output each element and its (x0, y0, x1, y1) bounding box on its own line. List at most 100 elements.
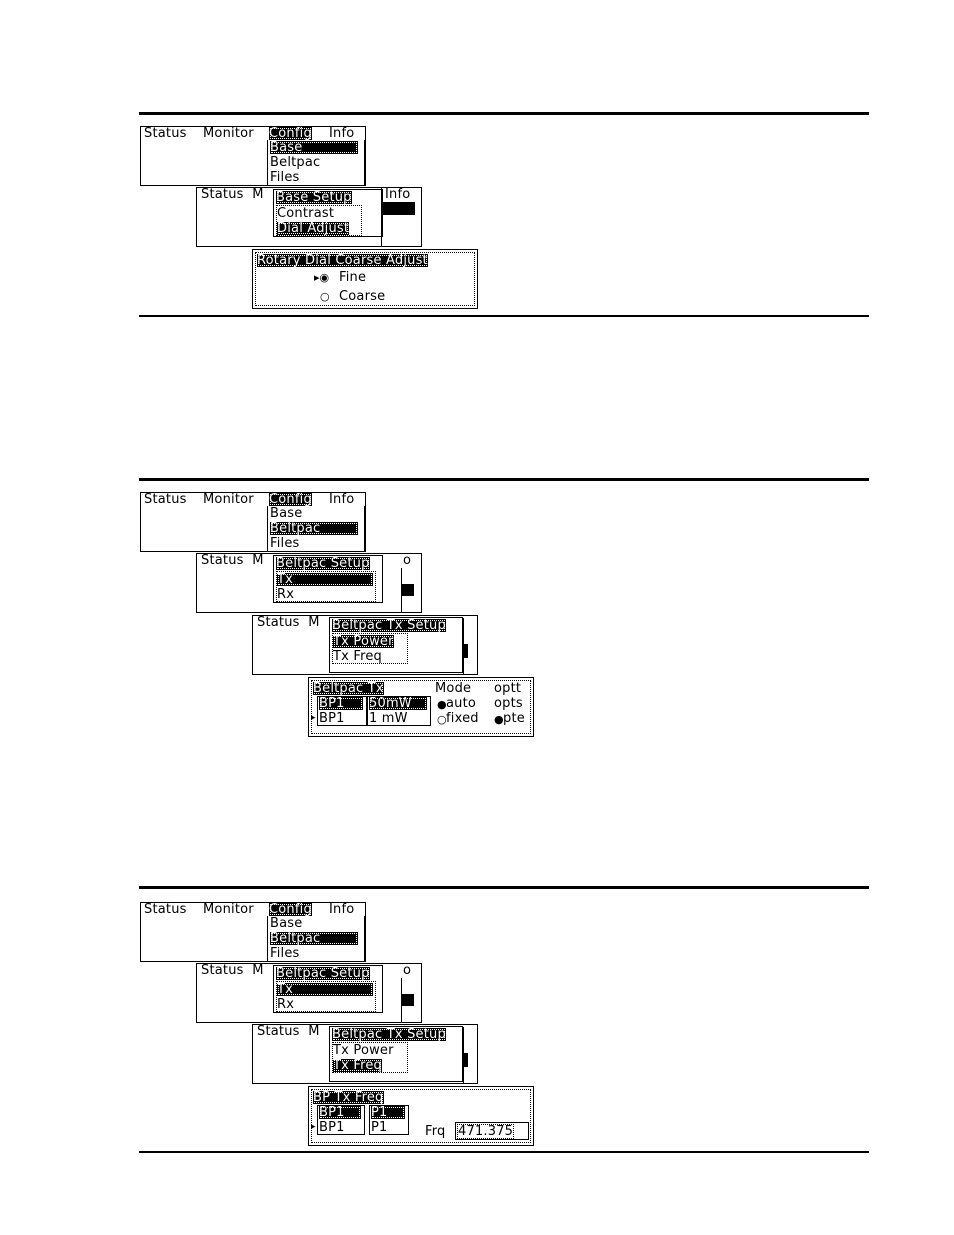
menu-monitor[interactable]: Monitor (203, 902, 254, 917)
tx-setup-item-freq[interactable]: Tx Freq (333, 649, 383, 664)
beltpac-setup-menu: Beltpac Setup Tx Rx (273, 965, 383, 1013)
fig3-window2-scroll-thumb[interactable] (402, 994, 414, 1006)
menu-status-partial[interactable]: Status M (201, 187, 264, 202)
fig2-window2-scroll-thumb[interactable] (402, 584, 414, 596)
beltpac-setup-item-tx[interactable]: Tx (277, 983, 373, 996)
beltpac-setup-item-rx[interactable]: Rx (277, 587, 295, 602)
fig3-freq-dialog: BP Tx Freq BP1 BP1 ▸ P1 P1 Frq 471.375 (308, 1086, 534, 1146)
beltpac-setup-menu: Beltpac Setup Tx Rx (273, 555, 383, 603)
tx-setup-menu: Beltpac Tx Setup Tx Power Tx Freq (329, 1026, 463, 1082)
tx-setup-list (332, 633, 408, 664)
figure3-top-rule (139, 886, 869, 889)
tx-setup-list (332, 1042, 408, 1073)
menu-status-partial[interactable]: Status M (257, 615, 320, 630)
config-item-base[interactable]: Base (270, 916, 303, 931)
menu-status[interactable]: Status (144, 126, 187, 141)
beltpac-setup-item-rx[interactable]: Rx (277, 997, 295, 1012)
dial-option-fine[interactable]: Fine (339, 270, 367, 285)
tx-dialog-row2-power[interactable]: 1 mW (369, 711, 408, 726)
beltpac-setup-item-tx[interactable]: Tx (277, 573, 373, 586)
config-item-files[interactable]: Files (270, 536, 300, 551)
info-partial: Info (385, 187, 411, 202)
tx-dialog-bp-list (317, 696, 367, 726)
tx-dialog-row2-bp[interactable]: BP1 (319, 711, 345, 726)
freq-dialog-row1-p[interactable]: P1 (371, 1106, 405, 1119)
config-item-base[interactable]: Base (270, 506, 303, 521)
menu-monitor[interactable]: Monitor (203, 492, 254, 507)
menu-status-partial[interactable]: Status M (257, 1024, 320, 1039)
freq-dialog-row2-p[interactable]: P1 (371, 1120, 388, 1135)
tx-setup-item-power[interactable]: Tx Power (333, 1043, 394, 1058)
figure2-top-rule (139, 478, 869, 481)
tx-dialog-frame (311, 680, 531, 734)
freq-dialog-bp-list (317, 1105, 365, 1135)
fig1-base-setup-window: Status M Base Setup Contrast Dial Adjust… (196, 187, 422, 247)
partial-o: o (403, 553, 412, 568)
tx-dialog-row1-bp[interactable]: BP1 (319, 697, 363, 710)
beltpac-setup-list (276, 571, 376, 602)
current-row-arrow-icon: ▸ (311, 1122, 316, 1132)
fig3-beltpac-setup-window: Status M Beltpac Setup Tx Rx o (196, 963, 422, 1023)
figure3-bottom-rule (139, 1151, 869, 1153)
config-item-files[interactable]: Files (270, 170, 300, 185)
tx-dialog-pte[interactable]: pte (503, 711, 525, 726)
config-item-beltpac[interactable]: Beltpac (270, 155, 321, 170)
menu-config[interactable]: Config (269, 492, 312, 507)
config-item-files[interactable]: Files (270, 946, 300, 961)
tx-setup-item-power[interactable]: Tx Power (333, 634, 394, 649)
tx-setup-item-freq[interactable]: Tx Freq (333, 1058, 383, 1073)
freq-dialog-p-list (369, 1105, 409, 1135)
fig2-tx-setup-window: Status M Beltpac Tx Setup Tx Power Tx Fr… (252, 615, 478, 675)
fig3-window2-scroll[interactable] (401, 978, 402, 1022)
fig2-window2-scroll[interactable] (401, 568, 402, 612)
pte-radio-selected-icon[interactable]: ● (494, 713, 504, 726)
freq-dialog-frq-value[interactable]: 471.375 (456, 1124, 515, 1139)
beltpac-setup-title: Beltpac Setup (276, 966, 370, 981)
fig2-window3-scroll-thumb[interactable] (464, 644, 468, 658)
fig3-window3-scroll-thumb[interactable] (464, 1053, 468, 1067)
beltpac-setup-title: Beltpac Setup (276, 556, 370, 571)
fig1-window2-divider (381, 188, 382, 246)
tx-dialog-optt: optt (494, 681, 522, 696)
menu-status-partial[interactable]: Status M (201, 553, 264, 568)
config-item-beltpac[interactable]: Beltpac (270, 522, 358, 535)
tx-dialog-fixed[interactable]: fixed (446, 711, 479, 726)
menu-status-partial[interactable]: Status M (201, 963, 264, 978)
fig2-window3-scroll[interactable] (463, 618, 464, 674)
base-setup-list (276, 205, 362, 236)
tx-dialog-mode-label: Mode (435, 681, 472, 696)
fig3-tx-setup-window: Status M Beltpac Tx Setup Tx Power Tx Fr… (252, 1024, 478, 1084)
config-dropdown: Base Beltpac Files (267, 506, 365, 552)
tx-setup-title: Beltpac Tx Setup (332, 618, 446, 633)
base-setup-item-contrast[interactable]: Contrast (277, 206, 335, 221)
selected-radio-icon[interactable]: ▸◉ (314, 271, 330, 284)
fixed-radio-unselected-icon[interactable]: ○ (437, 713, 447, 726)
config-item-base[interactable]: Base (270, 141, 358, 154)
menu-monitor[interactable]: Monitor (203, 126, 254, 141)
figure1-bottom-rule (139, 315, 869, 317)
config-item-beltpac[interactable]: Beltpac (270, 932, 358, 945)
fig3-main-window: Status Monitor Config Info Base Beltpac … (140, 902, 366, 962)
auto-radio-selected-icon[interactable]: ● (437, 698, 447, 711)
figure1-top-rule (139, 112, 869, 115)
tx-dialog-row1-power[interactable]: 50mW (369, 697, 427, 710)
freq-dialog-row2-bp[interactable]: BP1 (319, 1120, 345, 1135)
fig3-window3-scroll[interactable] (463, 1027, 464, 1083)
tx-setup-title: Beltpac Tx Setup (332, 1027, 446, 1042)
menu-config[interactable]: Config (269, 126, 312, 141)
fig1-main-window: Status Monitor Config Info Base Beltpac … (140, 126, 366, 186)
freq-dialog-row1-bp[interactable]: BP1 (319, 1106, 361, 1119)
freq-dialog-frq-field[interactable]: 471.375 (455, 1122, 529, 1140)
base-setup-item-dial-adjust[interactable]: Dial Adjust (277, 221, 350, 236)
tx-dialog-power-list (367, 696, 431, 726)
menu-status[interactable]: Status (144, 902, 187, 917)
tx-dialog-auto[interactable]: auto (446, 696, 477, 711)
menu-info[interactable]: Info (329, 902, 355, 917)
tx-dialog-opts[interactable]: opts (494, 696, 523, 711)
dial-option-coarse[interactable]: Coarse (339, 289, 386, 304)
menu-config[interactable]: Config (269, 902, 312, 917)
menu-info[interactable]: Info (329, 492, 355, 507)
menu-info[interactable]: Info (329, 126, 355, 141)
menu-status[interactable]: Status (144, 492, 187, 507)
unselected-radio-icon[interactable]: ○ (320, 290, 330, 303)
